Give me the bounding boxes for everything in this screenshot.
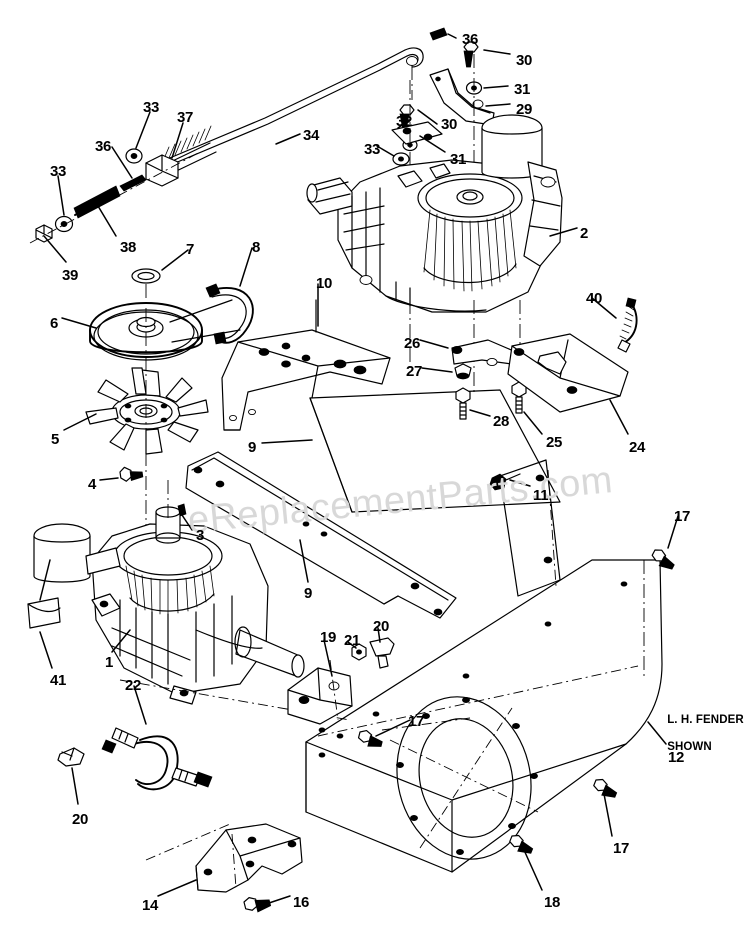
callout-number: 18 xyxy=(544,894,561,911)
callout-number: 20 xyxy=(373,618,390,635)
fender-side-note: L. H. FENDER SHOWN xyxy=(654,700,744,768)
callout-number: 26 xyxy=(404,335,421,352)
callout-number: 5 xyxy=(51,431,60,448)
callout-number: 7 xyxy=(186,241,195,258)
callout-number: 21 xyxy=(344,632,361,649)
callout-number: 31 xyxy=(450,151,467,168)
callout-number: 10 xyxy=(316,275,333,292)
callout-number: 16 xyxy=(293,894,310,911)
callout-number: 27 xyxy=(406,363,423,380)
callout-number: 30 xyxy=(516,52,533,69)
callout-number: 6 xyxy=(50,315,59,332)
callout-number: 17 xyxy=(674,508,691,525)
callout-number: 36 xyxy=(462,31,479,48)
callout-number: 12 xyxy=(668,749,685,766)
callout-number: 19 xyxy=(320,629,337,646)
callout-number: 40 xyxy=(586,290,603,307)
callout-number: 3 xyxy=(196,527,205,544)
fender-note-line-2: SHOWN xyxy=(667,740,712,753)
callout-number: 30 xyxy=(441,116,458,133)
callout-number: 36 xyxy=(95,138,112,155)
fender-note-line-1: L. H. FENDER xyxy=(667,713,744,726)
callout-number: 1 xyxy=(105,654,114,671)
callout-number: 34 xyxy=(303,127,320,144)
callout-number: 28 xyxy=(493,413,510,430)
callout-number: 33 xyxy=(143,99,160,116)
callout-number: 33 xyxy=(364,141,381,158)
callout-number: 4 xyxy=(88,476,97,493)
callout-number: 41 xyxy=(50,672,67,689)
callout-number: 37 xyxy=(177,109,194,126)
callout-number: 2 xyxy=(580,225,589,242)
callout-number: 17 xyxy=(408,713,425,730)
callout-number: 25 xyxy=(546,434,563,451)
callout-number: 38 xyxy=(120,239,137,256)
callout-number: 24 xyxy=(629,439,646,456)
callout-number: 9 xyxy=(248,439,257,456)
callout-number: 33 xyxy=(50,163,67,180)
callout-number: 20 xyxy=(72,811,89,828)
callout-number: 39 xyxy=(62,267,79,284)
callout-number: 17 xyxy=(613,840,630,857)
callout-number: 22 xyxy=(125,677,142,694)
callout-number: 9 xyxy=(304,585,313,602)
callout-number: 29 xyxy=(516,101,533,118)
callout-number: 31 xyxy=(514,81,531,98)
callout-number: 11 xyxy=(533,487,549,504)
callout-number: 32 xyxy=(396,113,413,130)
callout-number: 14 xyxy=(142,897,159,914)
callout-number: 8 xyxy=(252,239,261,256)
